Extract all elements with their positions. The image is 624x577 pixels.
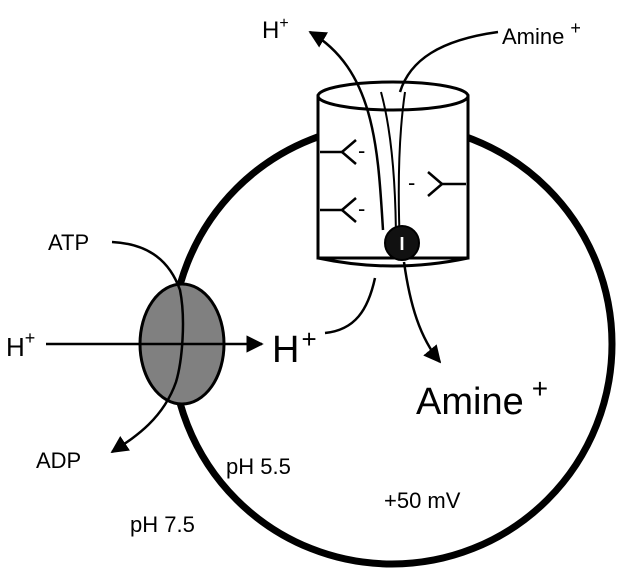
proton-to-transporter-line	[324, 277, 377, 335]
transporter-top-rim	[316, 80, 470, 112]
amine-into-vesicle-arrow	[402, 261, 442, 364]
proton-top-label: H+	[262, 15, 289, 44]
binding-site-left-upper	[320, 139, 357, 165]
adp-label: ADP	[36, 448, 81, 473]
membrane-potential-label: +50 mV	[384, 488, 461, 513]
binding-site-right	[427, 171, 466, 197]
proton-center-label: H+	[272, 324, 317, 371]
amine-inside-label: Amine+	[416, 373, 548, 423]
charge-label: -	[358, 196, 365, 221]
proton-left-label: H+	[6, 328, 35, 362]
atp-label: ATP	[48, 230, 89, 255]
atp-to-adp-arrow	[110, 240, 185, 454]
proton-efflux-arrow	[308, 30, 385, 231]
binding-site-left-lower	[320, 197, 357, 223]
charge-label: -	[358, 138, 365, 163]
charge-label: -	[408, 170, 415, 195]
amine-influx-line	[398, 30, 499, 93]
vmat-transporter	[316, 80, 470, 268]
ph-outside-label: pH 7.5	[130, 512, 195, 537]
inhibitor-label: I	[399, 234, 404, 254]
inhibitor-circle	[384, 225, 420, 261]
amine-top-label: Amine+	[502, 18, 581, 49]
ph-inside-label: pH 5.5	[226, 454, 291, 479]
transporter-bottom-rim	[317, 256, 469, 268]
